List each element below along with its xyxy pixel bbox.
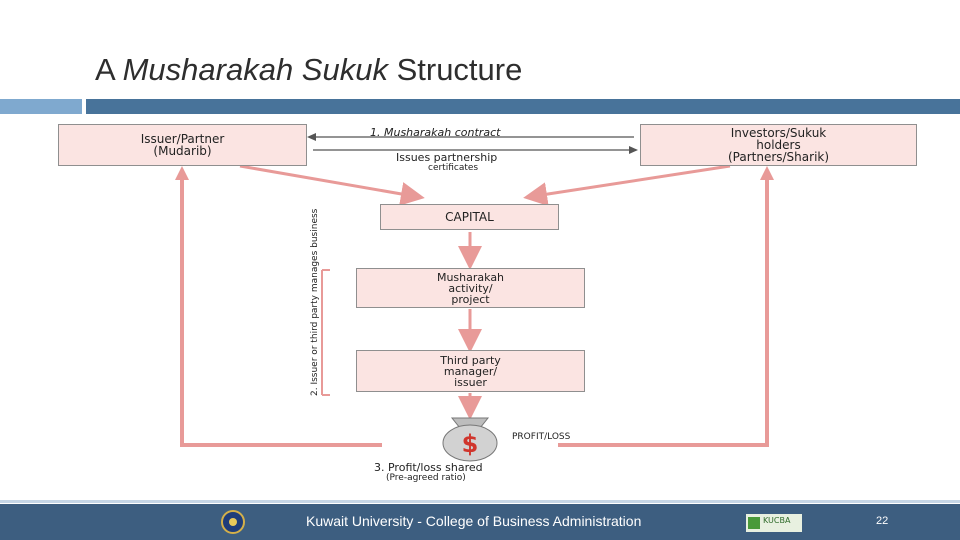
investors-to-capital-arrow bbox=[523, 164, 731, 207]
title-band-accent bbox=[0, 99, 82, 114]
certificates-label: certificates bbox=[428, 163, 479, 173]
issuer-partner-box: Issuer/Partner (Mudarib) bbox=[58, 124, 307, 166]
musharakah-activity-box: Musharakah activity/ project bbox=[356, 268, 585, 308]
capital-box: CAPITAL bbox=[380, 204, 559, 230]
university-seal-icon bbox=[221, 510, 245, 534]
page-number: 22 bbox=[876, 515, 889, 527]
musharakah-activity-label: Musharakah activity/ project bbox=[436, 270, 505, 306]
profit-to-issuer-arrow bbox=[175, 166, 382, 447]
footer-divider bbox=[0, 500, 960, 503]
profit-loss-label: PROFIT/LOSS bbox=[512, 432, 571, 442]
issuer-partner-label: Issuer/Partner (Mudarib) bbox=[140, 132, 225, 158]
college-logo-mark bbox=[748, 517, 760, 529]
profit-to-investors-arrow bbox=[558, 166, 774, 447]
contract-arrow bbox=[307, 133, 634, 141]
issues-partnership-label: Issues partnership bbox=[396, 151, 498, 164]
college-logo-text: KUCBA bbox=[763, 516, 791, 525]
investors-box: Investors/Sukuk holders (Partners/Sharik… bbox=[640, 124, 917, 166]
money-symbol: $ bbox=[462, 430, 479, 458]
college-logo-icon: KUCBA bbox=[746, 514, 802, 532]
money-bag-icon: $ bbox=[442, 417, 498, 462]
footer-text: Kuwait University - College of Business … bbox=[306, 513, 642, 529]
slide-title-suffix: Structure bbox=[387, 52, 523, 87]
third-party-manager-box: Third party manager/ issuer bbox=[356, 350, 585, 392]
issuer-to-capital-arrow bbox=[239, 164, 425, 206]
slide-title-prefix: A bbox=[95, 52, 123, 87]
certificates-arrow bbox=[313, 146, 638, 154]
capital-label: CAPITAL bbox=[445, 210, 494, 224]
management-bracket bbox=[321, 269, 330, 396]
third-party-manager-label: Third party manager/ issuer bbox=[440, 353, 501, 389]
investors-label: Investors/Sukuk holders (Partners/Sharik… bbox=[727, 126, 830, 164]
slide-title-emphasis: Musharakah Sukuk bbox=[122, 52, 388, 87]
slide-title: A Musharakah Sukuk Structure bbox=[95, 52, 522, 88]
profit-ratio-label: (Pre-agreed ratio) bbox=[386, 473, 466, 483]
management-vertical-label: 2. Issuer or third party manages busines… bbox=[310, 208, 320, 396]
profit-shared-label: 3. Profit/loss shared bbox=[374, 461, 483, 474]
contract-label: 1. Musharakah contract bbox=[370, 126, 501, 139]
title-band bbox=[86, 99, 960, 114]
